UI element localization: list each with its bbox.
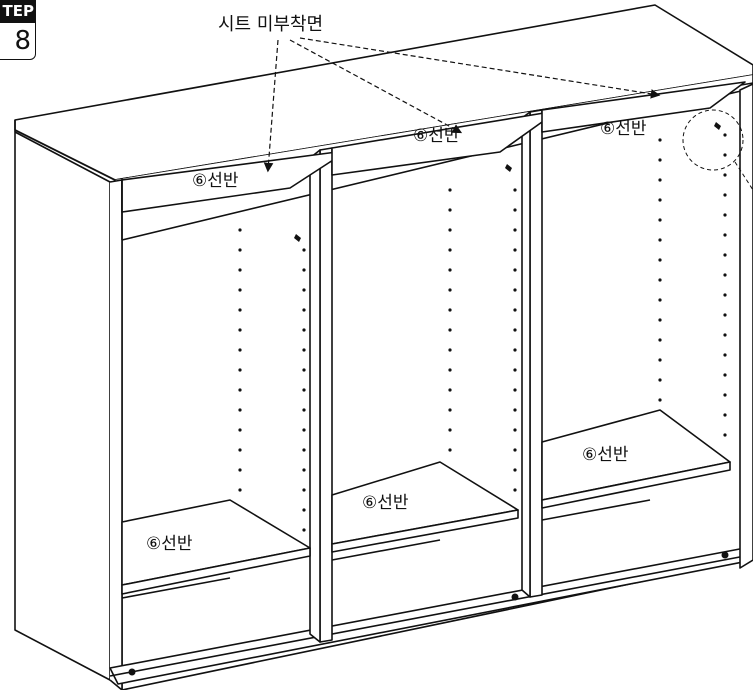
shelf-label-bottom-3: ⑥선반 xyxy=(582,445,629,465)
pin-holes-right-2 xyxy=(513,188,517,492)
step-label: TEP xyxy=(0,0,36,22)
divider-panel-1 xyxy=(319,147,333,643)
shelf-label-top-1: ⑥선반 xyxy=(192,171,239,191)
left-side-panel xyxy=(14,131,111,681)
shelf-pin-icon xyxy=(294,122,721,242)
top-shelf-2 xyxy=(331,109,563,176)
pin-holes-left-3 xyxy=(658,138,662,402)
shelf-label-top-2: ⑥선반 xyxy=(413,126,460,146)
callout-label: 시트 미부착면 xyxy=(218,14,323,35)
pin-holes-left-2 xyxy=(448,188,452,452)
right-side-panel xyxy=(739,83,753,569)
step-badge: TEP 8 xyxy=(0,0,36,62)
detail-callout-circle xyxy=(682,109,744,171)
step-number: 8 xyxy=(0,22,36,60)
leveler-feet xyxy=(128,551,729,676)
shelf-label-bottom-1: ⑥선반 xyxy=(146,534,193,554)
pin-holes-right-1 xyxy=(302,248,306,532)
top-shelf-3 xyxy=(541,81,746,133)
shelf-label-bottom-2: ⑥선반 xyxy=(362,493,409,513)
pin-holes-left-1 xyxy=(238,228,242,492)
divider-panel-2 xyxy=(529,109,543,598)
callout-arrows xyxy=(263,37,661,173)
pin-holes-right-3 xyxy=(723,133,727,437)
shelf-label-top-3: ⑥선반 xyxy=(600,119,647,139)
